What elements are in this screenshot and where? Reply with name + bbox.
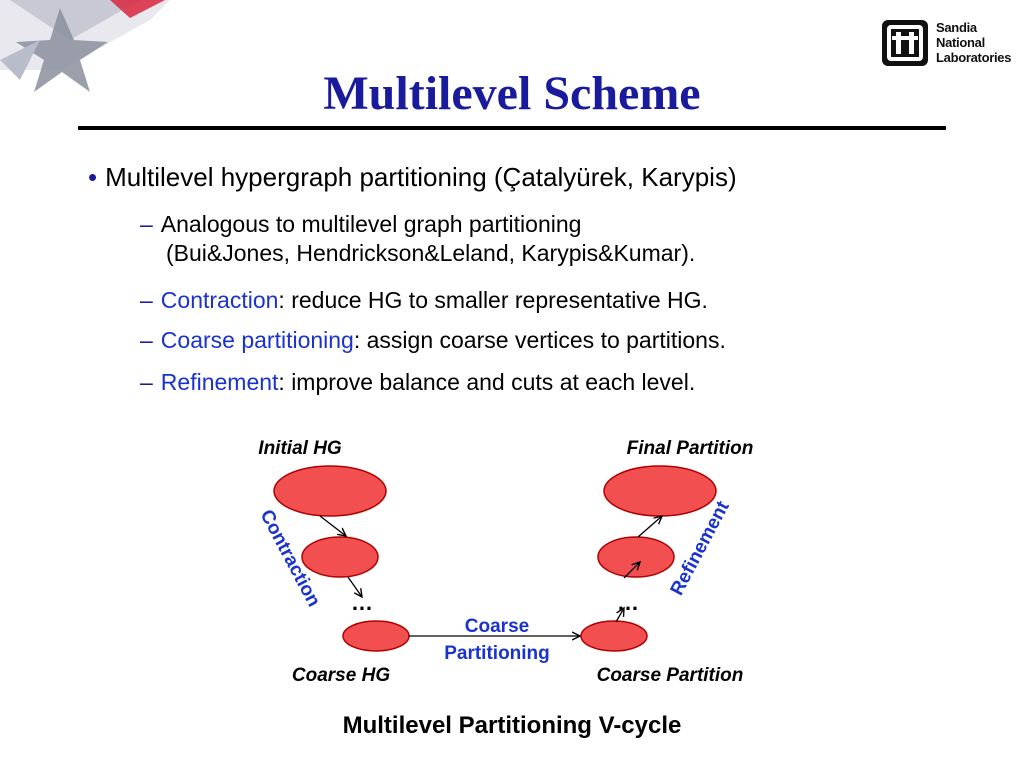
term-contraction: Contraction xyxy=(160,287,279,313)
label-coarse-partition: Coarse Partition xyxy=(597,665,744,686)
corner-star-graphic xyxy=(0,0,170,92)
coarse-hg-node xyxy=(342,620,410,652)
logo-text-line: National xyxy=(936,35,985,50)
ellipsis-left: … xyxy=(351,590,373,615)
main-bullet: •Multilevel hypergraph partitioning (Çat… xyxy=(88,162,737,193)
final-partition-node xyxy=(603,465,717,517)
sub-bullet-continuation: (Bui&Jones, Hendrickson&Leland, Karypis&… xyxy=(166,240,696,266)
sub-bullet-analogous: –Analogous to multilevel graph partition… xyxy=(140,208,581,240)
dash-marker: – xyxy=(140,287,153,313)
diagram-caption: Multilevel Partitioning V-cycle xyxy=(342,712,682,739)
logo-text-line: Sandia xyxy=(936,20,977,35)
label-initial-hg: Initial HG xyxy=(258,438,342,459)
bullet-marker: • xyxy=(88,162,98,192)
sub-bullet-refinement: –Refinement: improve balance and cuts at… xyxy=(140,366,695,398)
label-final-partition: Final Partition xyxy=(627,438,754,459)
sub-bullet-contraction: –Contraction: reduce HG to smaller repre… xyxy=(140,284,708,316)
dash-marker: – xyxy=(140,327,153,353)
term-coarse-partitioning: Coarse partitioning xyxy=(160,327,354,353)
contraction-arrow-1 xyxy=(319,515,346,536)
title-divider xyxy=(78,126,946,130)
logo-text-line: Laboratories xyxy=(936,50,1012,65)
contracted-hg-node xyxy=(301,536,379,578)
bullet-list: •Multilevel hypergraph partitioning (Çat… xyxy=(88,162,737,398)
sub-bullet-text: : reduce HG to smaller representative HG… xyxy=(278,287,708,313)
sub-bullet-text: Analogous to multilevel graph partitioni… xyxy=(160,211,582,237)
dash-marker: – xyxy=(140,211,153,237)
refined-partition-node xyxy=(597,536,675,578)
coarse-partition-node xyxy=(580,620,648,652)
dash-marker: – xyxy=(140,369,153,395)
sub-bullet-text: : assign coarse vertices to partitions. xyxy=(353,327,726,353)
sandia-thunderbird-icon xyxy=(882,20,928,66)
refinement-arrow-3 xyxy=(637,516,662,538)
label-coarse-hg: Coarse HG xyxy=(292,665,390,686)
sub-bullet-text: : improve balance and cuts at each level… xyxy=(278,369,696,395)
initial-hg-node xyxy=(273,465,387,517)
contraction-arrow-2 xyxy=(347,576,362,597)
refinement-arrow-1 xyxy=(615,608,624,623)
sandia-logo: Sandia National Laboratories xyxy=(880,18,1011,70)
slide-title: Multilevel Scheme xyxy=(323,67,701,120)
refinement-arrow-2 xyxy=(623,562,640,579)
coarse-partitioning-label-1: Coarse xyxy=(465,616,529,637)
term-refinement: Refinement xyxy=(160,369,279,395)
main-bullet-text: Multilevel hypergraph partitioning (Çata… xyxy=(105,162,737,192)
coarse-partitioning-label-2: Partitioning xyxy=(444,643,550,664)
ellipsis-right: … xyxy=(617,590,639,615)
sub-bullet-coarse-partitioning: –Coarse partitioning: assign coarse vert… xyxy=(140,324,726,356)
